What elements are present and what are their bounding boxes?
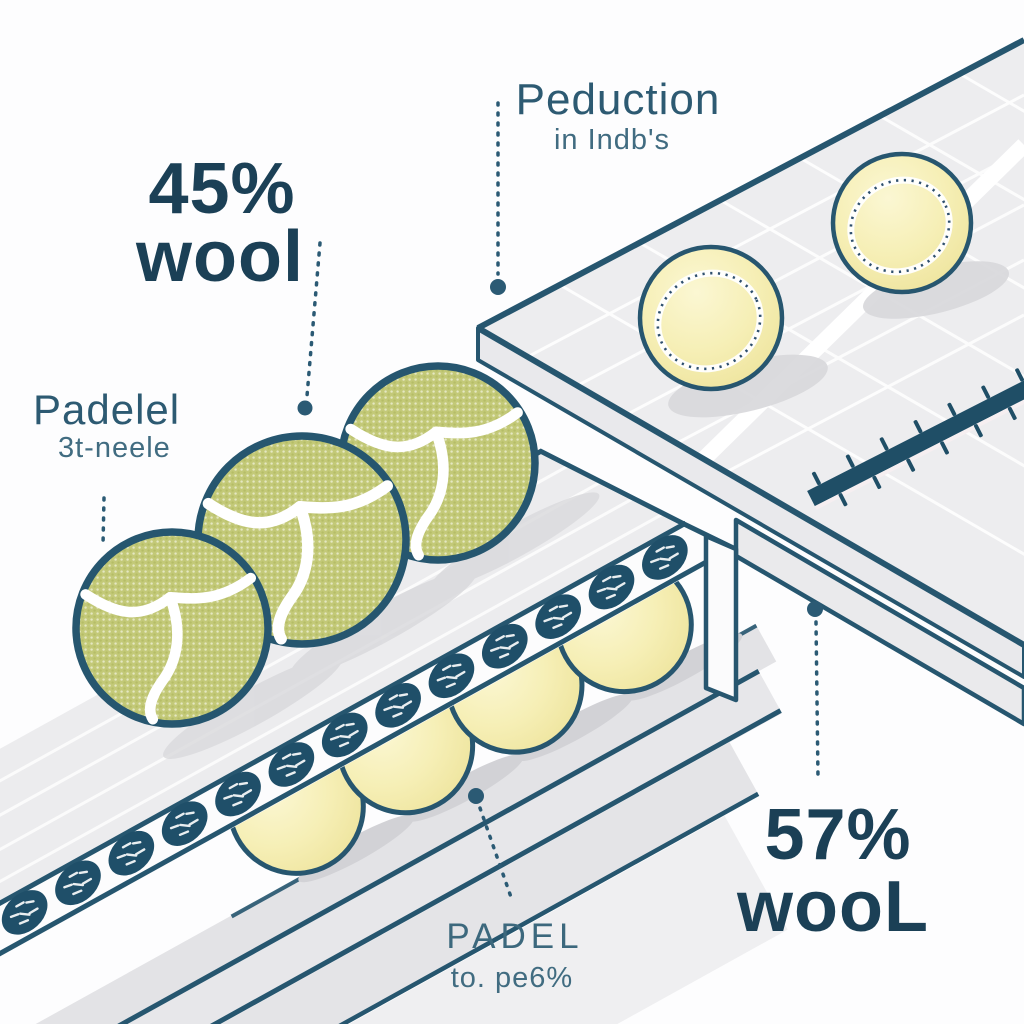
callout-line-57 (814, 620, 820, 780)
court-top-edge (476, 37, 1024, 331)
conveyor-beam (0, 448, 788, 1024)
court-front-edge (476, 325, 1024, 648)
callout-line-left (101, 496, 106, 547)
ball-seam-dotted (656, 271, 762, 371)
beam-end-post (703, 533, 739, 703)
label-left-title: Padelel (33, 386, 180, 433)
callout-dot-45 (297, 400, 313, 416)
callout-line-45 (305, 241, 322, 398)
green-ball-shadows (163, 492, 600, 759)
label-left-subtitle: 3t-neele (58, 432, 171, 464)
beam-lower-face (0, 742, 758, 1024)
label-top-subtitle: in Indb's (554, 124, 670, 156)
beam-bottom-face (0, 815, 788, 1024)
label-bottom-title: PADEL (446, 917, 583, 956)
label-bottom-subtitle: to. pe6% (451, 962, 573, 994)
callout-dots (297, 279, 823, 804)
front-rail (0, 669, 783, 1024)
callout-line-bottom (478, 806, 514, 902)
court-ball-left-shadow (668, 354, 828, 418)
green-ball-front (72, 528, 272, 728)
court-ball-right-shadow (863, 261, 1009, 319)
callout-lines (101, 101, 820, 902)
stat-left-unit: wool (135, 217, 304, 297)
court-ball-left (637, 244, 785, 392)
stat-right-unit: wooL (736, 867, 929, 947)
labels: Peduction in Indb's 45% wool Padelel 3t-… (33, 75, 929, 994)
stat-left-value: 45% (148, 149, 295, 229)
court-ball-right (830, 151, 974, 295)
court-platform (476, 37, 1024, 727)
callout-dot-bottom (468, 788, 484, 804)
stat-right-value: 57% (764, 795, 911, 875)
tray-floor (0, 624, 777, 1024)
callout-dot-top (490, 279, 506, 295)
callout-dot-57 (807, 601, 823, 617)
label-top-title: Peduction (516, 75, 721, 124)
court-apron (733, 517, 1024, 727)
net-band (807, 335, 1024, 510)
